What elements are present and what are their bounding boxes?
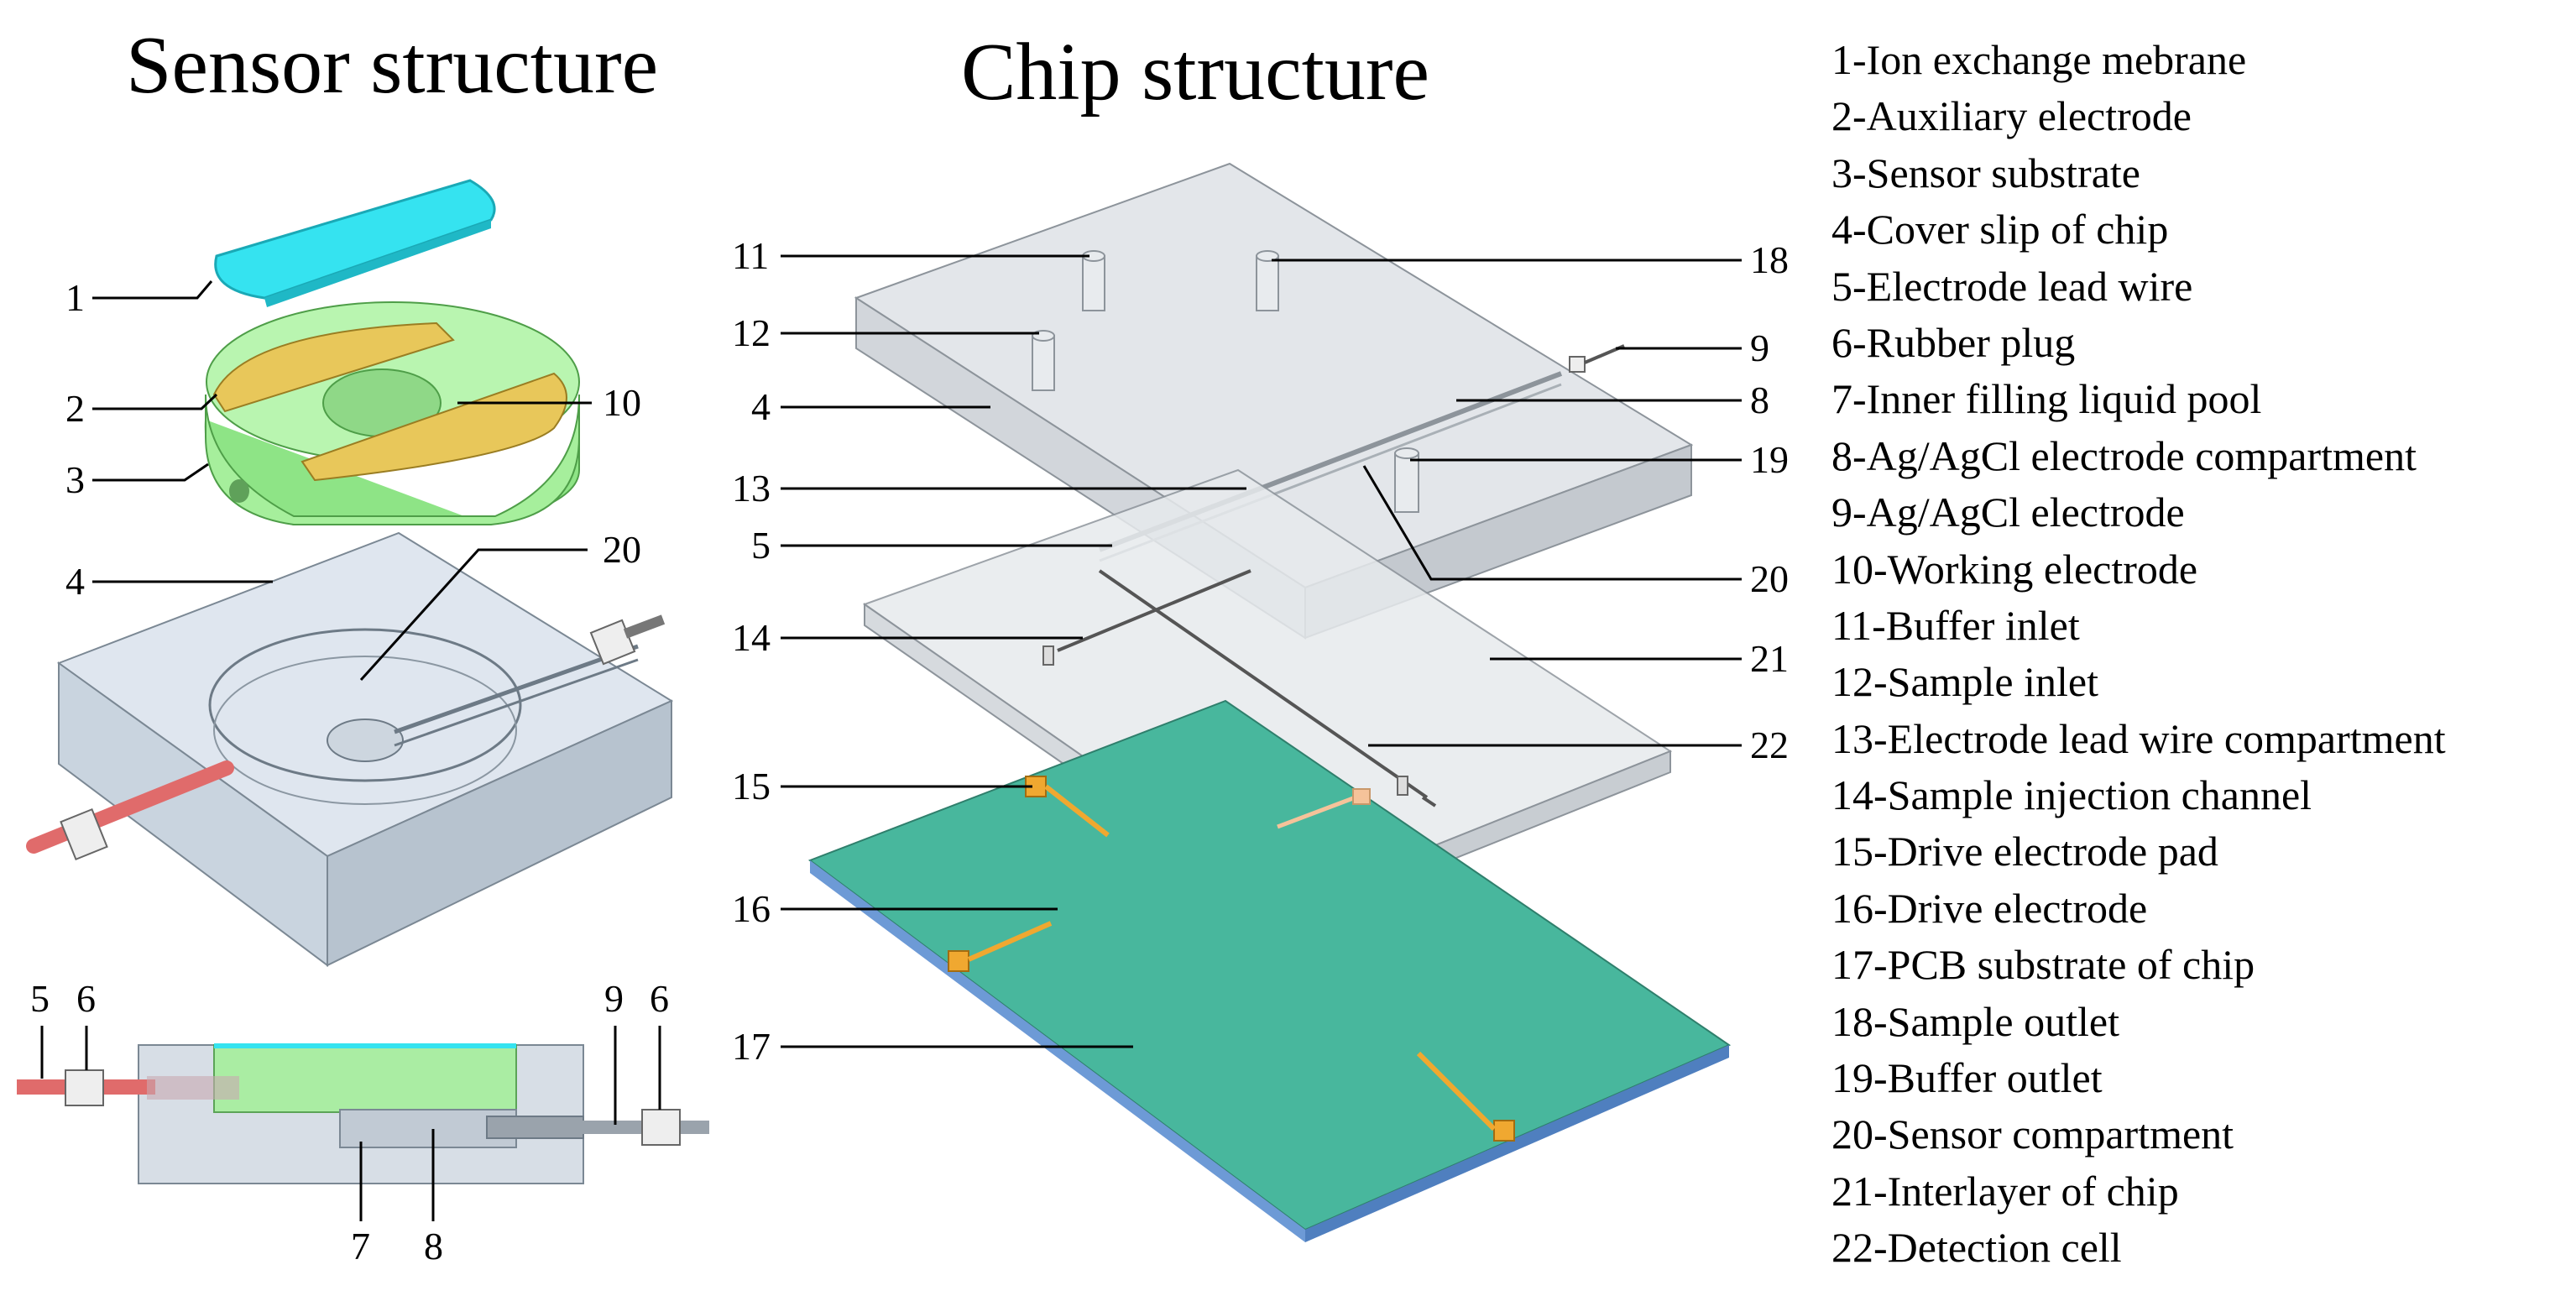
legend-item-16: 16-Drive electrode xyxy=(1831,884,2148,932)
legend-item-9: 9-Ag/AgCl electrode xyxy=(1831,489,2185,536)
sensor-callout-6-left: 6 xyxy=(76,977,96,1020)
legend-item-19: 19-Buffer outlet xyxy=(1831,1054,2103,1102)
chip-pcb-substrate xyxy=(807,699,1732,1242)
sensor-structure-title: Sensor structure xyxy=(126,20,658,111)
sensor-callout-10: 10 xyxy=(603,381,641,424)
chip-callout-8: 8 xyxy=(1750,379,1769,421)
chip-callout-11: 11 xyxy=(732,234,769,277)
chip-callout-19: 19 xyxy=(1750,438,1789,481)
legend-item-15: 15-Drive electrode pad xyxy=(1831,828,2218,875)
chip-callout-17: 17 xyxy=(732,1025,771,1068)
chip-callout-20: 20 xyxy=(1750,557,1789,600)
sensor-callout-7: 7 xyxy=(351,1225,370,1267)
legend-item-14: 14-Sample injection channel xyxy=(1831,771,2312,819)
chip-callout-13: 13 xyxy=(732,467,771,510)
chip-callout-22: 22 xyxy=(1750,724,1789,766)
sensor-callout-9: 9 xyxy=(604,977,624,1020)
sensor-leader-lines xyxy=(92,280,592,682)
drive-electrodes xyxy=(948,776,1515,1142)
chip-callout-9: 9 xyxy=(1750,327,1769,369)
component-legend: 1-Ion exchange mebrane 2-Auxiliary elect… xyxy=(1831,32,2446,1277)
sensor-callout-6-right: 6 xyxy=(650,977,669,1020)
chip-callout-21: 21 xyxy=(1750,637,1789,680)
chip-callout-5: 5 xyxy=(751,524,771,567)
sensor-callout-20: 20 xyxy=(603,528,641,571)
sensor-callout-5: 5 xyxy=(30,977,50,1020)
sensor-exploded-view xyxy=(17,179,709,1184)
chip-structure-title: Chip structure xyxy=(961,27,1429,118)
chip-leader-lines xyxy=(781,254,1742,1048)
sensor-callout-2: 2 xyxy=(65,387,85,430)
chip-callout-15: 15 xyxy=(732,765,771,807)
chip-callout-12: 12 xyxy=(732,311,771,354)
legend-item-8: 8-Ag/AgCl electrode compartment xyxy=(1831,431,2417,479)
sensor-callout-1: 1 xyxy=(65,276,85,319)
sensor-cover-block xyxy=(56,531,674,967)
legend-item-4: 4-Cover slip of chip xyxy=(1831,206,2169,253)
chip-callout-14: 14 xyxy=(732,616,771,659)
sensor-callout-8: 8 xyxy=(424,1225,443,1267)
chip-callout-4: 4 xyxy=(751,385,771,428)
legend-item-3: 3-Sensor substrate xyxy=(1831,149,2140,196)
legend-item-13: 13-Electrode lead wire compartment xyxy=(1831,714,2446,762)
working-electrode xyxy=(300,372,567,482)
chip-callout-18: 18 xyxy=(1750,238,1789,281)
sensor-callout-3: 3 xyxy=(65,458,85,501)
chip-callout-16: 16 xyxy=(732,887,771,930)
legend-item-20: 20-Sensor compartment xyxy=(1831,1110,2234,1158)
legend-item-12: 12-Sample inlet xyxy=(1831,658,2098,706)
legend-item-17: 17-PCB substrate of chip xyxy=(1831,941,2255,989)
legend-item-11: 11-Buffer inlet xyxy=(1831,601,2080,649)
legend-item-5: 5-Electrode lead wire xyxy=(1831,262,2193,310)
sensor-side-leader-lines xyxy=(40,1026,661,1221)
legend-item-2: 2-Auxiliary electrode xyxy=(1831,92,2192,140)
inlet-outlet-tubes xyxy=(1032,250,1419,513)
chip-exploded-view xyxy=(807,162,1732,1242)
legend-item-6: 6-Rubber plug xyxy=(1831,318,2076,366)
sensor-callout-4: 4 xyxy=(65,560,85,603)
legend-item-21: 21-Interlayer of chip xyxy=(1831,1167,2179,1215)
ion-exchange-membrane xyxy=(214,179,496,307)
auxiliary-electrode xyxy=(212,321,455,413)
legend-item-10: 10-Working electrode xyxy=(1831,545,2198,593)
sensor-side-view xyxy=(17,1043,709,1184)
legend-item-7: 7-Inner filling liquid pool xyxy=(1831,375,2262,423)
legend-item-1: 1-Ion exchange mebrane xyxy=(1831,36,2247,83)
sensor-lead-wire xyxy=(26,614,666,861)
legend-item-18: 18-Sample outlet xyxy=(1831,997,2119,1045)
legend-item-22: 22-Detection cell xyxy=(1831,1224,2122,1272)
